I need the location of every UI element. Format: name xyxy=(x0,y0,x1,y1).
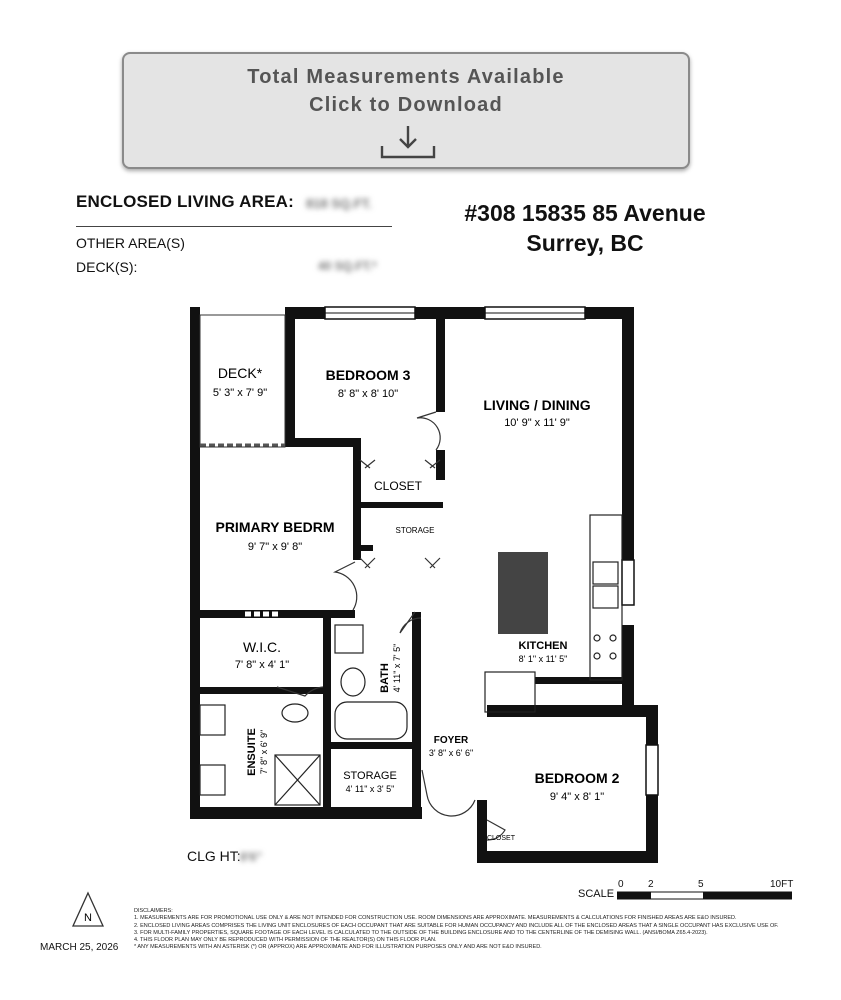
room-ensuite-dim: 7' 8" x 6' 9" xyxy=(259,730,269,774)
scale-tick-2: 2 xyxy=(648,879,654,890)
wall-bath-west xyxy=(323,612,331,818)
other-areas-label: OTHER AREA(S) xyxy=(76,235,185,251)
wall-east-kitchen xyxy=(622,515,634,570)
download-icon xyxy=(380,126,436,159)
wall-east-living xyxy=(622,307,634,519)
room-bath-dim: 4' 11" x 7' 5" xyxy=(392,644,402,693)
disclaimers-title: DISCLAIMERS: xyxy=(134,908,173,914)
download-measurements-button[interactable]: Total Measurements Available Click to Do… xyxy=(122,52,690,169)
room-closet2: CLOSET xyxy=(487,835,516,842)
banner-title: Total Measurements Available xyxy=(247,66,565,88)
wall-wic-south xyxy=(195,687,323,694)
room-bath: BATH xyxy=(379,663,391,693)
room-deck-dim: 5' 3" x 7' 9" xyxy=(213,387,267,399)
wall-storage-bottom xyxy=(353,545,373,551)
wall-bed3-south xyxy=(285,438,360,447)
divider xyxy=(76,226,392,227)
ceiling-height-label: CLG HT: xyxy=(187,848,241,864)
wall-north-deck xyxy=(190,307,197,317)
room-wic: W.I.C. xyxy=(243,639,281,655)
window-kitchen xyxy=(621,559,635,606)
room-living: LIVING / DINING xyxy=(483,397,590,413)
wall-kitchen-south xyxy=(535,677,630,684)
ceiling-height-value: 8'6" xyxy=(240,850,262,864)
scale-label: SCALE xyxy=(578,888,615,900)
room-wic-dim: 7' 8" x 4' 1" xyxy=(235,659,289,671)
wall-closet-east xyxy=(436,450,445,480)
wall-bed2-south xyxy=(477,851,658,863)
disclaimer-line: 2. ENCLOSED LIVING AREAS COMPRISES THE L… xyxy=(134,922,779,929)
scale-tick-5: 5 xyxy=(698,879,704,890)
disclaimer-line: * ANY MEASUREMENTS WITH AN ASTERISK (*) … xyxy=(134,944,542,951)
window-bed2 xyxy=(645,744,659,796)
wall-bed3-east xyxy=(436,307,445,412)
decks-label: DECK(S): xyxy=(76,259,138,275)
compass-letter: N xyxy=(84,912,92,924)
room-kitchen-dim: 8' 1" x 11' 5" xyxy=(519,654,568,664)
wall-west xyxy=(190,307,200,819)
enclosed-living-area-label: ENCLOSED LIVING AREA: xyxy=(76,192,294,211)
wall-east-kitchen-low xyxy=(622,625,634,715)
room-ensuite: ENSUITE xyxy=(246,728,258,776)
north-arrow-icon: N xyxy=(71,891,105,927)
banner-subtitle: Click to Download xyxy=(309,94,503,116)
scale-bar xyxy=(617,891,792,900)
room-bedroom3: BEDROOM 3 xyxy=(326,367,411,383)
decks-value: 40 SQ.FT.* xyxy=(318,259,377,273)
wall-deck-bed3 xyxy=(285,307,295,447)
room-primary: PRIMARY BEDRM xyxy=(215,519,334,535)
disclaimer-line: 3. FOR MULTI-FAMILY PROPERTIES, SQUARE F… xyxy=(134,929,708,936)
room-living-dim: 10' 9" x 11' 9" xyxy=(504,417,570,429)
room-storage-small: STORAGE xyxy=(396,526,435,535)
wall-closet-bottom xyxy=(353,502,443,508)
disclaimers: DISCLAIMERS: 1. MEASUREMENTS ARE FOR PRO… xyxy=(134,908,824,952)
address-line-1: #308 15835 85 Avenue xyxy=(464,200,706,226)
scale-tick-10: 10FT xyxy=(770,879,794,890)
room-bedroom3-dim: 8' 8" x 8' 10" xyxy=(338,388,398,400)
room-storage2-dim: 4' 11" x 3' 5" xyxy=(346,784,395,794)
wall-closet-west xyxy=(353,438,361,560)
kitchen-island xyxy=(498,552,548,634)
room-kitchen: KITCHEN xyxy=(519,640,568,652)
wall-bed2-north xyxy=(487,705,657,717)
wall-bath-bottom xyxy=(323,742,421,749)
room-bedroom2-dim: 9' 4" x 8' 1" xyxy=(550,791,604,803)
wall-south-west xyxy=(190,807,422,819)
address-line-2: Surrey, BC xyxy=(526,230,644,256)
enclosed-living-area-value: 818 SQ.FT. xyxy=(306,196,372,211)
wall-bath-east xyxy=(412,612,421,818)
room-closet: CLOSET xyxy=(374,479,423,493)
room-storage2: STORAGE xyxy=(343,770,397,782)
plan-date: MARCH 25, 2026 xyxy=(40,942,119,953)
disclaimer-line: 4. THIS FLOOR PLAN MAY ONLY BE REPRODUCE… xyxy=(134,937,437,944)
room-bedroom2: BEDROOM 2 xyxy=(535,770,620,786)
room-foyer: FOYER xyxy=(434,735,469,746)
floor-plan: DECK* 5' 3" x 7' 9" BEDROOM 3 8' 8" x 8'… xyxy=(190,306,659,863)
disclaimer-line: 1. MEASUREMENTS ARE FOR PROMOTIONAL USE … xyxy=(134,915,737,922)
room-foyer-dim: 3' 8" x 6' 6" xyxy=(429,748,473,758)
room-deck: DECK* xyxy=(218,365,263,381)
wall-bed2-west xyxy=(477,800,487,863)
scale-tick-0: 0 xyxy=(618,879,624,890)
room-primary-dim: 9' 7" x 9' 8" xyxy=(248,541,302,553)
